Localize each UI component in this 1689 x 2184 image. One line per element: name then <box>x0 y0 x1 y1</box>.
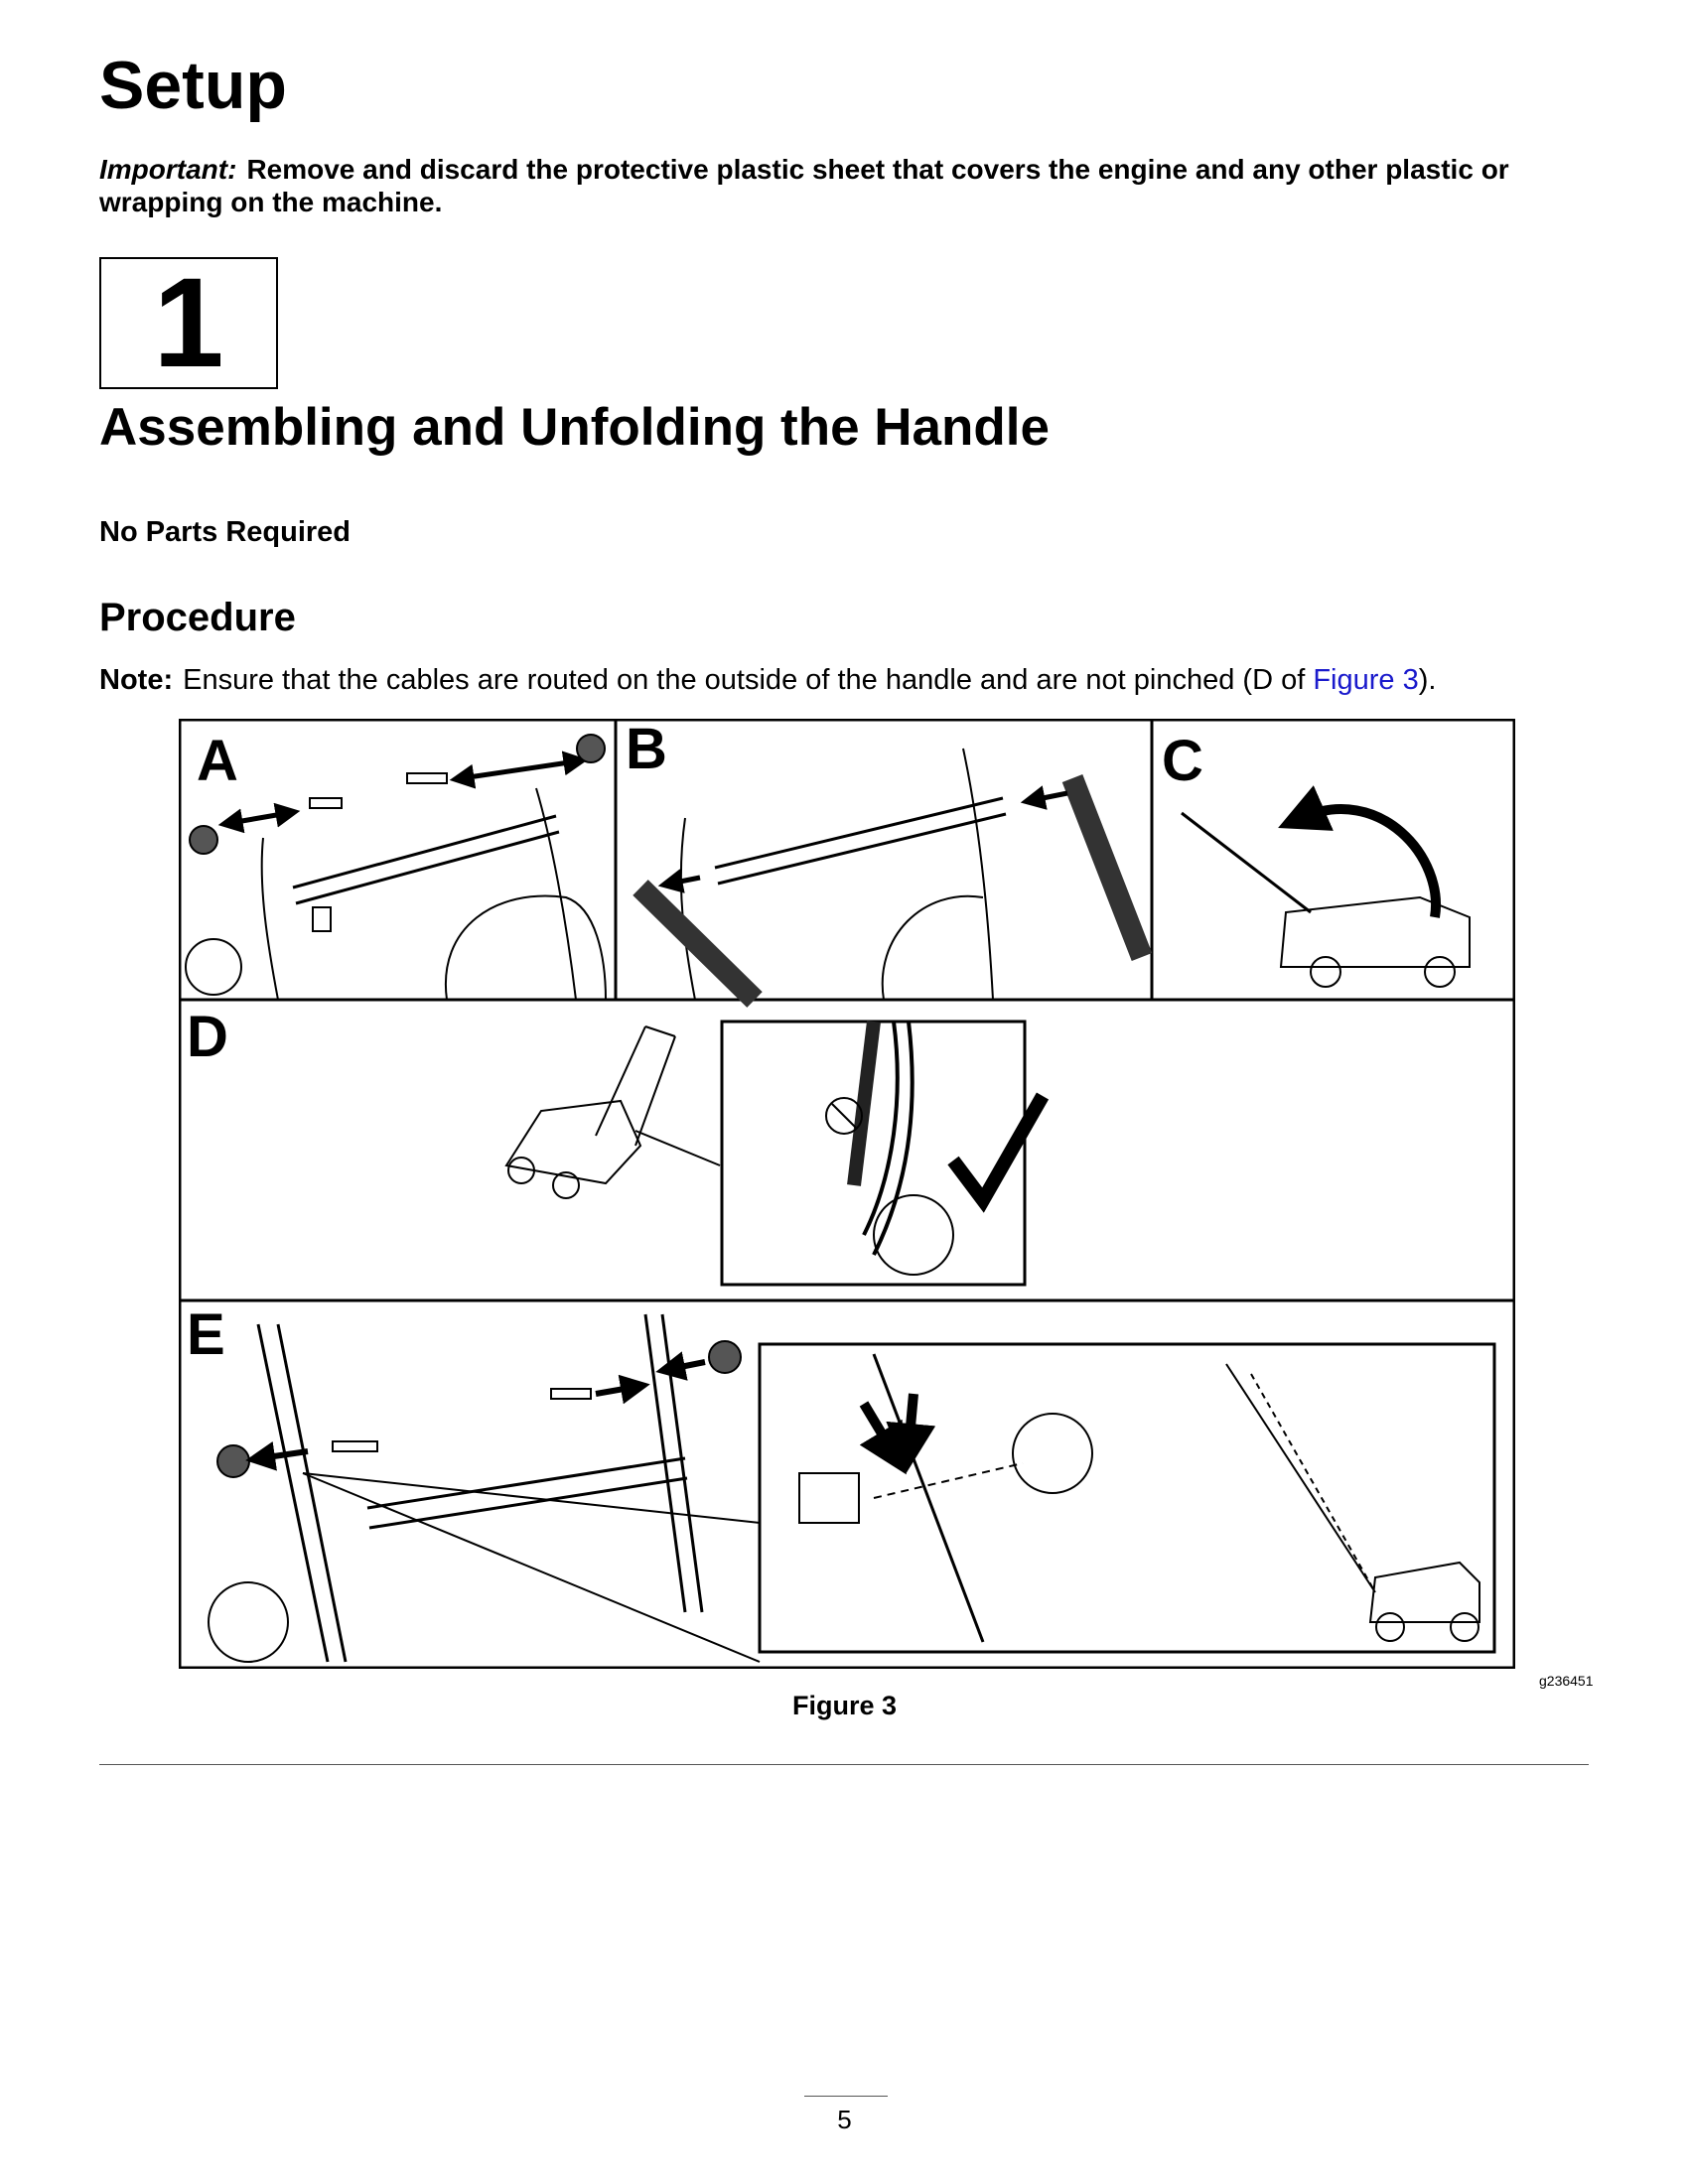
figure-caption: Figure 3 <box>791 1691 898 1720</box>
note-text-end: ). <box>1418 664 1437 696</box>
panel-e-drawing <box>208 1313 1496 1663</box>
important-text: Remove and discard the protective plasti… <box>99 154 1509 217</box>
page-number-rule <box>804 2096 888 2097</box>
figure-3-illustration: A B C D E <box>179 719 1515 1669</box>
panel-label-d: D <box>187 1005 228 1069</box>
section-title: Assembling and Unfolding the Handle <box>99 398 1050 457</box>
note-label: Note: <box>99 664 174 696</box>
section-divider <box>99 1764 1589 1765</box>
important-label: Important: <box>99 154 237 185</box>
step-number-box: 1 <box>99 257 278 389</box>
panel-label-b: B <box>626 719 667 781</box>
panel-b-drawing <box>633 748 1153 1008</box>
step-number: 1 <box>153 251 224 394</box>
procedure-note: Note: Ensure that the cables are routed o… <box>99 663 1436 697</box>
figure-link[interactable]: Figure 3 <box>1313 664 1419 696</box>
panel-c-drawing <box>1181 785 1471 988</box>
panel-label-c: C <box>1162 729 1203 793</box>
figure-frame <box>179 719 1515 1669</box>
panel-label-e: E <box>187 1302 225 1367</box>
parts-required-note: No Parts Required <box>99 516 351 548</box>
page-number: 5 <box>837 2105 852 2134</box>
panel-d-drawing <box>504 1020 1050 1287</box>
figure-code: g236451 <box>1539 1673 1594 1689</box>
important-notice: Important:Remove and discard the protect… <box>99 153 1569 218</box>
panel-a-drawing <box>185 734 607 1001</box>
procedure-heading: Procedure <box>99 596 296 639</box>
page-title: Setup <box>99 48 287 123</box>
panel-label-a: A <box>197 729 238 793</box>
note-text: Ensure that the cables are routed on the… <box>183 664 1314 696</box>
